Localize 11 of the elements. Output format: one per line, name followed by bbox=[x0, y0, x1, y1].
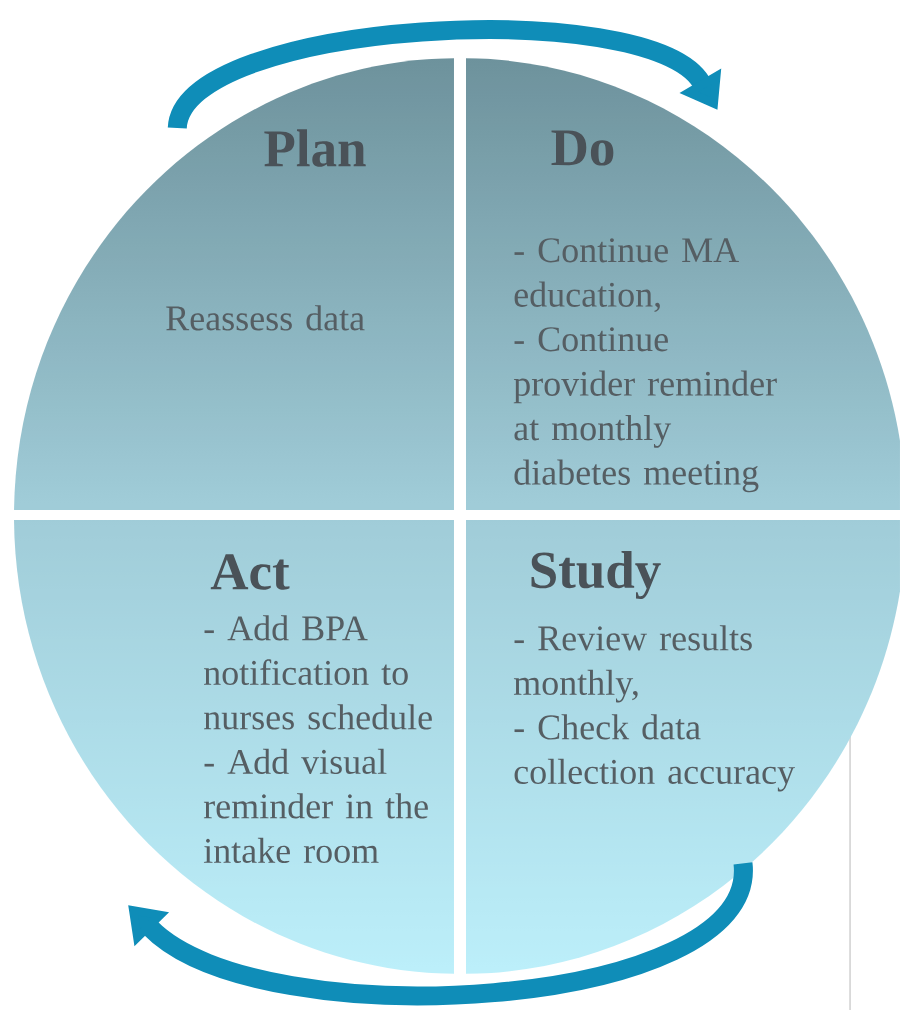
bullet-text: - Check data collection accuracy bbox=[514, 714, 795, 792]
quadrant-heading: Do bbox=[551, 130, 614, 166]
quadrant-heading: Act bbox=[210, 554, 290, 590]
quadrant-heading: Plan bbox=[264, 129, 366, 167]
bullet-text: - Review results monthly, bbox=[513, 625, 752, 703]
bullet-text: Reassess data bbox=[166, 305, 365, 331]
bullet-text: - Add visual reminder in the intake room bbox=[203, 748, 428, 864]
bullet-text: - Continue MA education, bbox=[514, 238, 739, 313]
bullet-text: - Continue provider reminder at monthly diabetes meeting bbox=[513, 327, 777, 493]
bullet-text: - Add BPA notification to nurses schedule bbox=[204, 615, 432, 730]
quadrant-heading: Study bbox=[531, 550, 661, 600]
